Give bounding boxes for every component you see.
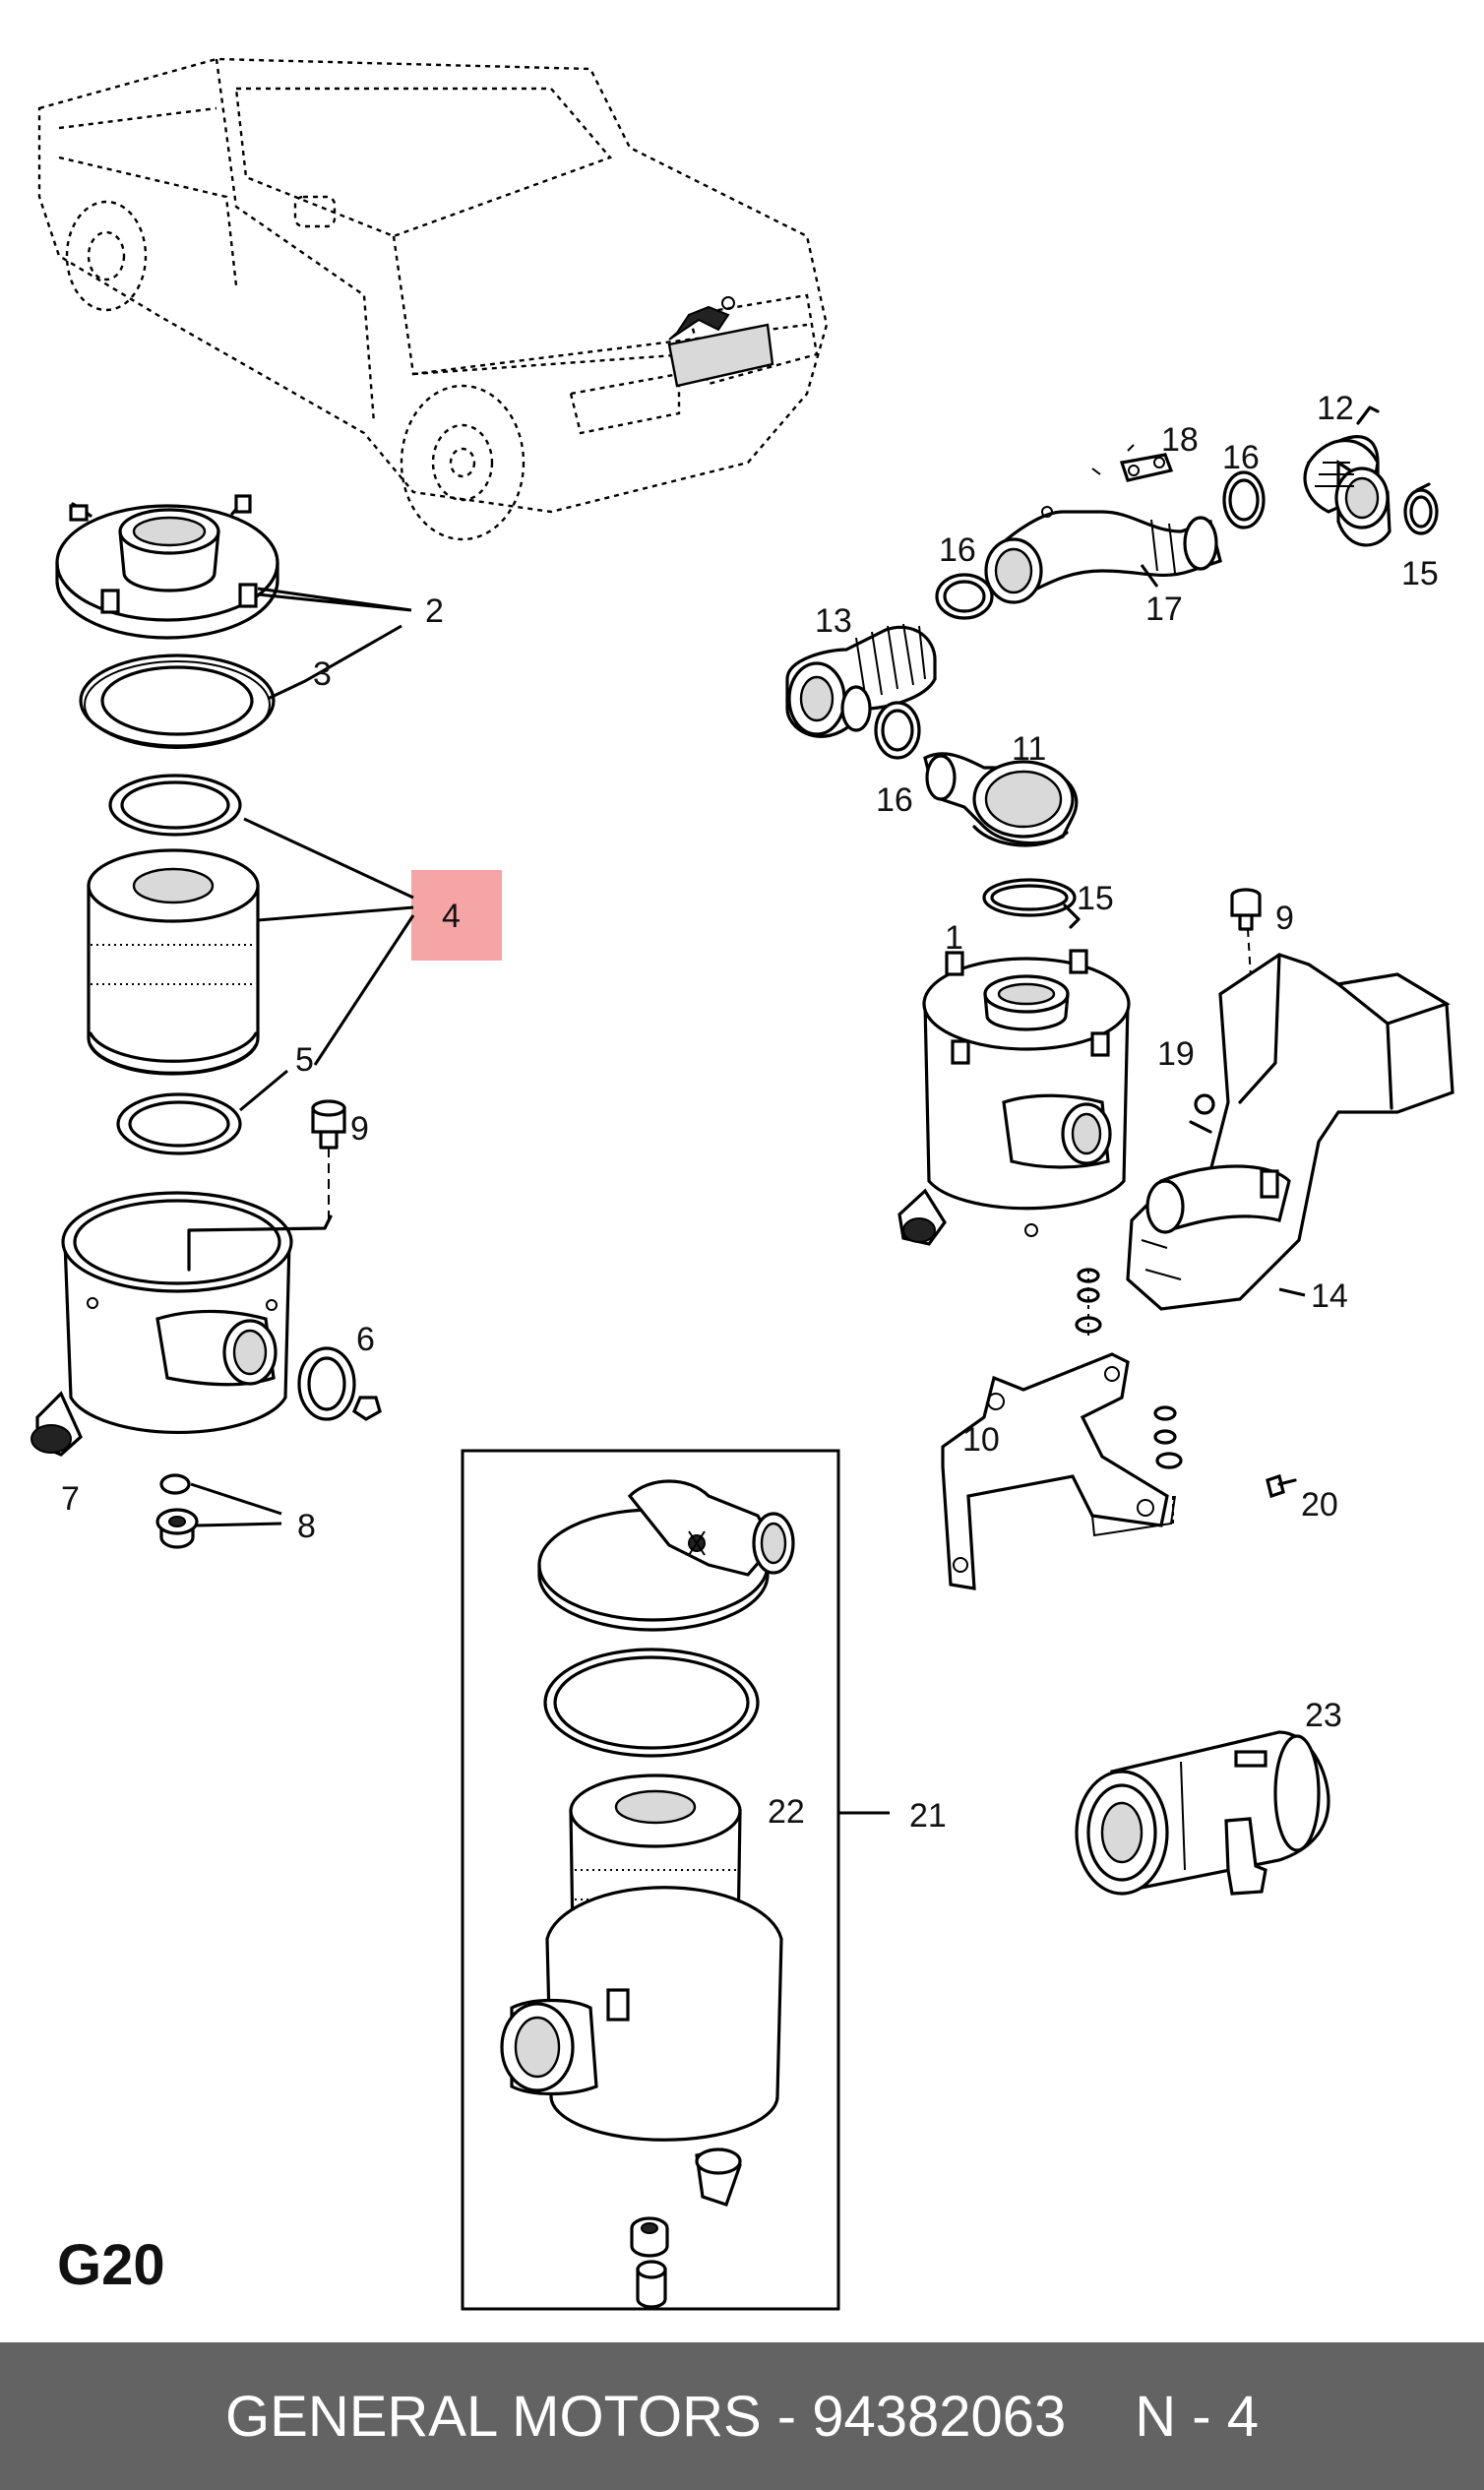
fastener-19 <box>1189 1093 1215 1134</box>
air-cleaner-assembly-1 <box>897 949 1131 1246</box>
callout-16a: 16 <box>1222 439 1260 476</box>
washers-right <box>1153 1405 1183 1469</box>
leader-5 <box>239 1069 288 1112</box>
callout-11: 11 <box>1012 730 1046 768</box>
clamp-16-top <box>1222 470 1266 529</box>
airflow-sensor-23 <box>1075 1730 1330 1896</box>
kit-box <box>461 1449 840 2311</box>
callout-18: 18 <box>1161 421 1199 459</box>
callout-22: 22 <box>768 1793 805 1831</box>
callout-14: 14 <box>1311 1277 1348 1315</box>
callout-19: 19 <box>1157 1035 1195 1073</box>
footer-brand-part: GENERAL MOTORS - 94382063 <box>225 2384 1067 2449</box>
air-cleaner-housing <box>31 1191 333 1457</box>
upper-seal-ring <box>108 774 242 837</box>
section-code: G20 <box>57 2233 165 2297</box>
leader-4 <box>243 817 415 1066</box>
callout-16b: 16 <box>939 531 976 569</box>
valve-parts-8 <box>155 1473 199 1549</box>
callout-15b: 15 <box>1077 880 1114 917</box>
lower-seal-ring <box>116 1092 242 1155</box>
callout-1: 1 <box>945 919 963 957</box>
callout-20: 20 <box>1301 1486 1338 1524</box>
filter-element <box>87 848 260 1076</box>
callout-4: 4 <box>442 898 461 935</box>
clamp-16-mid <box>935 573 994 620</box>
callout-21: 21 <box>909 1797 947 1835</box>
callout-6: 6 <box>356 1321 375 1358</box>
clamp-15-lower <box>982 878 1081 929</box>
footer-bar: GENERAL MOTORS - 94382063 N - 4 <box>0 2342 1484 2490</box>
bolt-9-right <box>1230 888 1262 995</box>
callout-2: 2 <box>425 592 444 630</box>
callout-16c: 16 <box>876 781 913 819</box>
highlight-marker <box>411 870 502 961</box>
bellows-hose-13 <box>785 623 937 738</box>
vehicle-illustration <box>37 57 829 541</box>
leader-17 <box>1140 564 1159 588</box>
callout-13: 13 <box>815 602 852 640</box>
leader-3 <box>267 624 402 701</box>
callout-9b: 9 <box>1275 900 1294 937</box>
screw-20 <box>1266 1473 1297 1499</box>
bolt-9-left <box>311 1099 346 1220</box>
support-bracket-10 <box>941 1352 1176 1590</box>
resonator-11 <box>923 752 1079 847</box>
leader-2 <box>257 587 412 612</box>
intake-hose-17 <box>984 506 1222 604</box>
washers-stack <box>1075 1268 1102 1338</box>
callout-23: 23 <box>1305 1697 1342 1734</box>
air-cleaner-cover <box>55 494 279 640</box>
clamp-16-lower <box>874 701 921 760</box>
cover-gasket <box>79 654 276 749</box>
clamp-15-top <box>1403 482 1439 535</box>
callout-8: 8 <box>297 1508 316 1545</box>
callout-9a: 9 <box>350 1110 369 1148</box>
callout-12: 12 <box>1317 390 1354 427</box>
parts-diagram: 2 3 4 5 9 6 7 8 12 18 16 15 16 17 13 11 … <box>31 57 1454 2311</box>
duct-14 <box>1126 953 1454 1311</box>
callout-7: 7 <box>61 1480 80 1518</box>
callout-10: 10 <box>962 1421 1000 1459</box>
callout-5: 5 <box>295 1041 314 1079</box>
footer-page-ref: N - 4 <box>1135 2384 1259 2449</box>
leader-14 <box>1278 1287 1306 1297</box>
grommet-6 <box>297 1346 382 1421</box>
elbow-hose-12 <box>1303 405 1391 547</box>
callout-15a: 15 <box>1401 555 1439 592</box>
callout-3: 3 <box>313 655 332 693</box>
callout-17: 17 <box>1145 591 1183 628</box>
leader-8 <box>190 1482 282 1527</box>
bracket-18 <box>1091 444 1174 482</box>
callout-labels: 2 3 4 5 9 6 7 8 12 18 16 15 16 17 13 11 … <box>61 390 1439 1835</box>
